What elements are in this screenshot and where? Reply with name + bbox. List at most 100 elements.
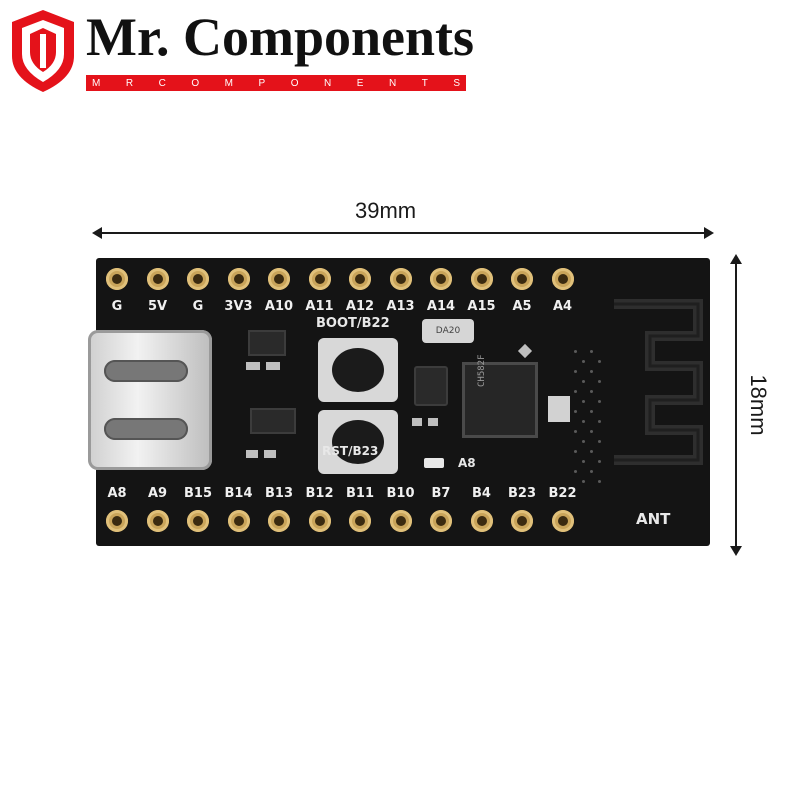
- status-led: [424, 458, 444, 468]
- brand-subtitle-letter: T: [421, 77, 428, 89]
- brand-subtitle-letter: P: [258, 77, 266, 89]
- brand-subtitle-letter: E: [356, 77, 364, 89]
- pin-label: B10: [386, 486, 415, 501]
- via: [598, 440, 601, 443]
- via: [598, 360, 601, 363]
- via: [574, 370, 577, 373]
- pin-label: B13: [265, 486, 293, 501]
- pin-label: A4: [552, 299, 573, 314]
- smd-component: [246, 450, 258, 458]
- height-dimension-arrow: [730, 254, 742, 556]
- pin-pad: [268, 268, 290, 290]
- brand-subtitle-letter: N: [324, 77, 332, 89]
- smd-component: [428, 418, 438, 426]
- pin-label: B11: [346, 486, 374, 501]
- via: [590, 390, 593, 393]
- pin-pad: [430, 268, 452, 290]
- pin-pad: [227, 268, 250, 290]
- pin-pad: [308, 510, 331, 532]
- pin-label: G: [111, 299, 123, 314]
- pcb-antenna-trace: [614, 299, 703, 465]
- via: [574, 390, 577, 393]
- pin-label: 3V3: [224, 299, 253, 314]
- pin-pad: [389, 510, 412, 532]
- pin-pad: [551, 510, 574, 532]
- rf-balun: [548, 396, 570, 422]
- boot-button[interactable]: [318, 338, 398, 402]
- brand-title: Mr. Components: [86, 7, 475, 67]
- via: [590, 430, 593, 433]
- via: [582, 480, 585, 483]
- via: [598, 380, 601, 383]
- via: [590, 470, 593, 473]
- via: [598, 480, 601, 483]
- pin-label: A5: [512, 299, 532, 314]
- pin-pad: [106, 268, 128, 290]
- via: [590, 370, 593, 373]
- pin-label: B23: [508, 486, 536, 501]
- reset-label: RST/B23: [322, 444, 379, 458]
- pin-pad: [146, 510, 169, 532]
- pin-label: G: [192, 299, 204, 314]
- pin-label: A9: [147, 486, 168, 501]
- via: [590, 450, 593, 453]
- brand-subtitle-letter: S: [453, 77, 460, 89]
- via: [574, 350, 577, 353]
- pin-pad: [146, 268, 169, 290]
- pin-label: A12: [345, 299, 375, 314]
- width-dimension-label: 39mm: [355, 198, 417, 223]
- reset-button-cap: [332, 420, 384, 464]
- via: [582, 460, 585, 463]
- pin-pad: [430, 510, 452, 532]
- brand-subtitle-letter: O: [191, 77, 200, 89]
- via: [590, 350, 593, 353]
- brand-logo-icon: [12, 10, 74, 92]
- mcu-chip: CH582F: [462, 354, 538, 438]
- via: [582, 440, 585, 443]
- pin-label: B12: [305, 486, 334, 501]
- via: [574, 430, 577, 433]
- pin-pad: [511, 268, 533, 290]
- smd-component: [266, 362, 280, 370]
- brand-subtitle-letter: O: [290, 77, 299, 89]
- pin-label: A14: [426, 299, 456, 314]
- pin-label: B22: [548, 486, 577, 501]
- smd-component: [412, 418, 422, 426]
- led-label: A8: [458, 456, 476, 470]
- usb-contact: [104, 360, 188, 382]
- via: [574, 410, 577, 413]
- pin-label: B4: [472, 486, 491, 501]
- inductor: [414, 366, 448, 406]
- via: [598, 420, 601, 423]
- width-dimension-arrow: [92, 227, 714, 239]
- boot-button-cap: [332, 348, 384, 392]
- pin-pad: [511, 510, 533, 532]
- via: [598, 460, 601, 463]
- via: [574, 470, 577, 473]
- pin-pad: [187, 510, 209, 532]
- ldo-chip: [250, 408, 296, 434]
- brand-subtitle-letter: M: [92, 77, 101, 89]
- brand-subtitle-letter: C: [158, 77, 166, 89]
- pin-label: A13: [386, 299, 415, 314]
- crystal-oscillator: DA20: [422, 319, 474, 343]
- mcu-marking: CH582F: [477, 354, 487, 387]
- boot-label: BOOT/B22: [316, 316, 390, 331]
- via: [582, 400, 585, 403]
- pin-pad: [187, 268, 209, 290]
- via: [574, 450, 577, 453]
- pin-pad: [470, 268, 493, 290]
- pin-pad: [308, 268, 331, 290]
- height-dimension-label: 18mm: [746, 374, 771, 436]
- brand-subtitle-letter: N: [388, 77, 397, 89]
- usb-c-connector: [88, 330, 212, 470]
- via: [582, 360, 585, 363]
- pin-pad: [268, 510, 290, 532]
- brand-subtitle-letter: R: [125, 77, 134, 89]
- via: [590, 410, 593, 413]
- pin-pad: [349, 268, 371, 290]
- reset-button[interactable]: [318, 410, 398, 474]
- pin-label: A11: [305, 299, 334, 314]
- via: [582, 380, 585, 383]
